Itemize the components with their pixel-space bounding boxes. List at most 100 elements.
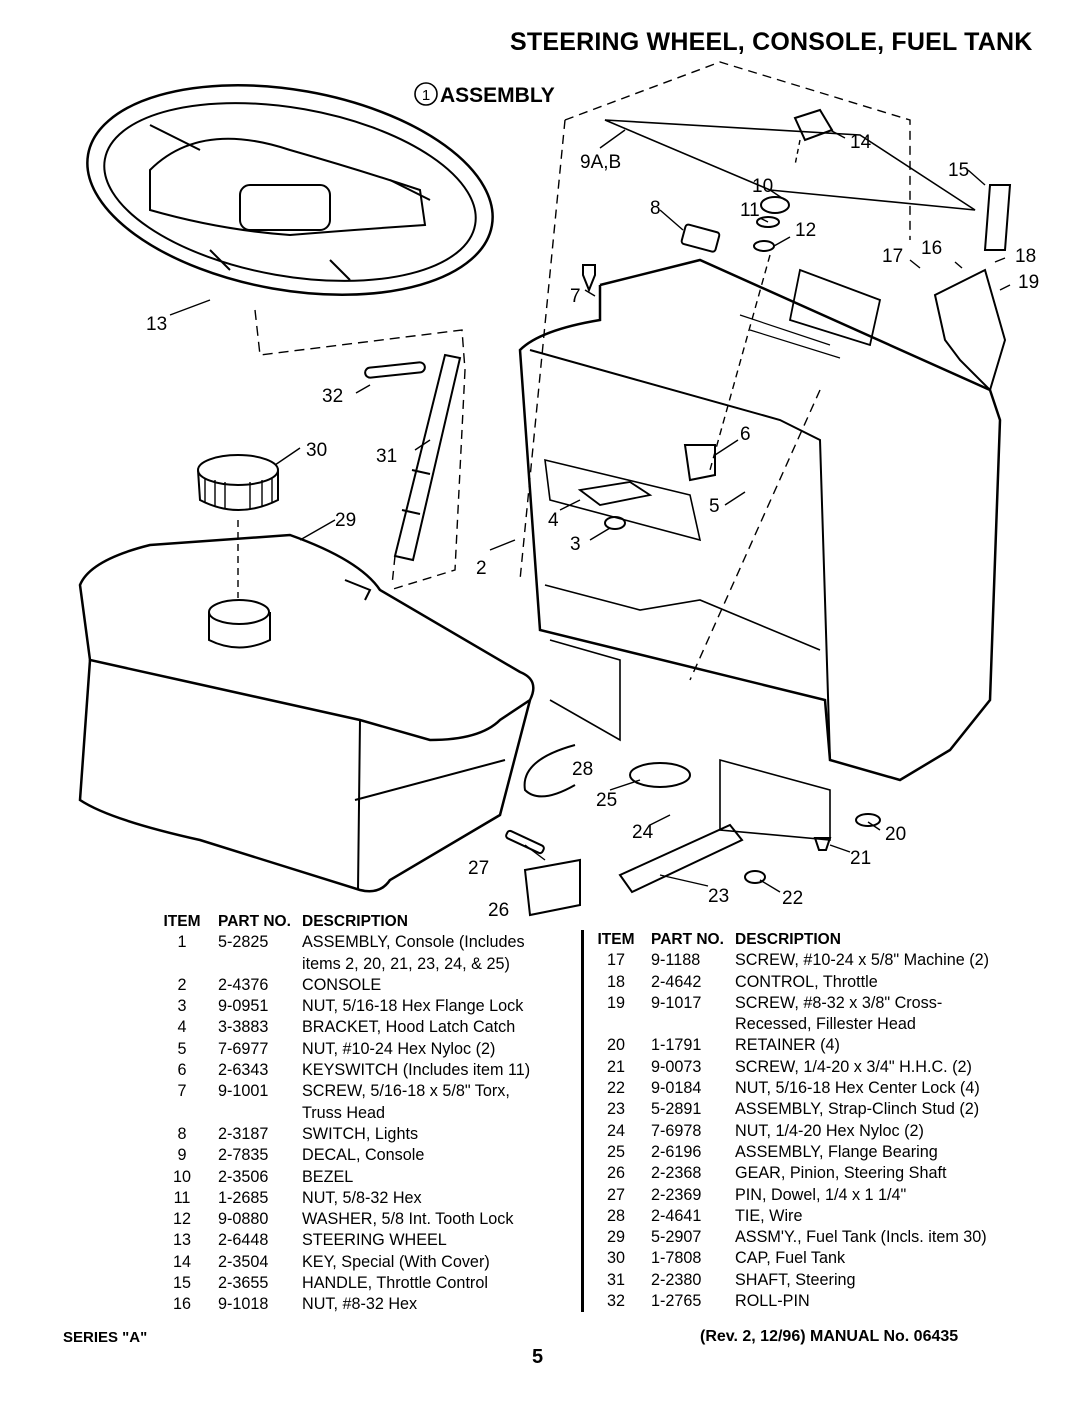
description: STEERING WHEEL bbox=[302, 1231, 447, 1250]
description: NUT, #8-32 Hex bbox=[302, 1295, 418, 1314]
strap-clinch-part bbox=[618, 823, 744, 894]
callout-19: 19 bbox=[1018, 272, 1039, 293]
lock-washer-part bbox=[753, 240, 775, 252]
callout-10: 10 bbox=[752, 176, 773, 197]
item-number: 20 bbox=[606, 1036, 625, 1055]
item-number: 17 bbox=[606, 951, 625, 970]
callout-25: 25 bbox=[596, 790, 617, 811]
header-description: DESCRIPTION bbox=[735, 931, 841, 948]
item-number: 9 bbox=[177, 1146, 187, 1165]
description: ROLL-PIN bbox=[735, 1292, 810, 1311]
item-number: 14 bbox=[172, 1252, 191, 1271]
table-row: 21 9-0073 SCREW, 1/4-20 x 3/4" H.H.C. (2) bbox=[594, 1057, 989, 1078]
hhc-screw-part bbox=[813, 837, 832, 851]
table-row: 24 7-6978 NUT, 1/4-20 Hex Nyloc (2) bbox=[594, 1121, 989, 1142]
description: SCREW, #8-32 x 3/8" Cross- bbox=[735, 993, 943, 1012]
description: RETAINER (4) bbox=[735, 1036, 840, 1055]
part-number bbox=[204, 1103, 302, 1124]
callout-24: 24 bbox=[632, 822, 654, 843]
item-number: 24 bbox=[606, 1121, 625, 1140]
part-number: 2-2380 bbox=[651, 1270, 702, 1289]
part-number: 2-4642 bbox=[651, 972, 702, 991]
hood-latch-bracket-part bbox=[577, 481, 653, 506]
center-lock-nut-part bbox=[744, 870, 766, 884]
item-number: 13 bbox=[172, 1231, 191, 1250]
shaft-dashed-guide bbox=[389, 369, 466, 591]
item-number: 31 bbox=[606, 1270, 625, 1289]
part-number: 2-3187 bbox=[218, 1124, 269, 1143]
part-number: 5-2907 bbox=[651, 1228, 702, 1247]
manual-number: (Rev. 2, 12/96) MANUAL No. 06435 bbox=[700, 1328, 959, 1345]
part-number: 9-1018 bbox=[218, 1295, 269, 1314]
callout-20: 20 bbox=[885, 824, 906, 845]
part-number: 5-2891 bbox=[651, 1100, 702, 1119]
item-number: 27 bbox=[606, 1185, 625, 1204]
item-number: 10 bbox=[172, 1167, 191, 1186]
keyswitch-part bbox=[683, 444, 716, 482]
part-number: 2-4641 bbox=[651, 1206, 702, 1225]
steering-wheel-part bbox=[86, 84, 494, 296]
description: ASSEMBLY, Console (Includes bbox=[302, 933, 525, 952]
callout-15: 15 bbox=[948, 160, 969, 181]
item-number: 8 bbox=[177, 1124, 187, 1143]
assembly-label: ASSEMBLY bbox=[440, 84, 555, 107]
callout-21: 21 bbox=[850, 848, 871, 869]
item-number: 21 bbox=[606, 1057, 625, 1076]
bezel-part bbox=[760, 196, 790, 214]
callout-9ab: 9A,B bbox=[580, 152, 621, 173]
part-number: 9-1017 bbox=[651, 993, 702, 1012]
description: ASSM'Y., Fuel Tank (Incls. item 30) bbox=[735, 1228, 987, 1247]
item-number: 12 bbox=[172, 1210, 191, 1229]
item-number: 2 bbox=[177, 975, 187, 994]
description: WASHER, 5/8 Int. Tooth Lock bbox=[302, 1210, 514, 1229]
callout-6: 6 bbox=[740, 424, 751, 445]
description: ASSEMBLY, Strap-Clinch Stud (2) bbox=[735, 1100, 980, 1119]
part-number: 2-3506 bbox=[218, 1167, 269, 1186]
callout-31: 31 bbox=[376, 446, 397, 467]
header-part-no: PART NO. bbox=[218, 913, 291, 930]
description: SCREW, 5/16-18 x 5/8" Torx, bbox=[302, 1082, 510, 1101]
retainer-part bbox=[855, 813, 881, 827]
truss-screw-part bbox=[582, 264, 596, 293]
item-number: 26 bbox=[606, 1164, 625, 1183]
part-number: 2-2369 bbox=[651, 1185, 702, 1204]
flange-lock-nut-part bbox=[604, 516, 626, 530]
table-row: Truss Head bbox=[160, 1103, 530, 1124]
part-number bbox=[638, 1014, 735, 1035]
part-number: 2-6343 bbox=[218, 1061, 269, 1080]
exploded-parts-diagram: 1 ASSEMBLY bbox=[78, 61, 1039, 920]
item-number: 7 bbox=[177, 1082, 187, 1101]
part-number: 2-6448 bbox=[218, 1231, 269, 1250]
item-number: 16 bbox=[172, 1295, 191, 1314]
assembly-marker: 1 ASSEMBLY bbox=[414, 82, 555, 107]
fuel-cap-part bbox=[197, 454, 279, 511]
callout-12: 12 bbox=[795, 220, 816, 241]
callout-27: 27 bbox=[468, 858, 489, 879]
part-number: 2-7835 bbox=[218, 1146, 269, 1165]
callout-7: 7 bbox=[570, 286, 581, 307]
part-number: 9-0073 bbox=[651, 1057, 702, 1076]
description: NUT, 5/16-18 Hex Flange Lock bbox=[302, 997, 524, 1016]
callout-16: 16 bbox=[921, 238, 942, 259]
wire-tie-part bbox=[523, 744, 576, 798]
pinion-gear-part bbox=[523, 858, 581, 917]
description: NUT, #10-24 Hex Nyloc (2) bbox=[302, 1039, 496, 1058]
callout-17: 17 bbox=[882, 246, 903, 267]
description: SCREW, 1/4-20 x 3/4" H.H.C. (2) bbox=[735, 1057, 972, 1076]
part-number: 7-6978 bbox=[651, 1121, 702, 1140]
table-header-row: ITEM PART NO. DESCRIPTION bbox=[594, 929, 989, 950]
callout-18: 18 bbox=[1015, 246, 1036, 267]
item-number bbox=[160, 954, 204, 975]
part-number: 9-0880 bbox=[218, 1210, 269, 1229]
callout-13: 13 bbox=[146, 314, 167, 335]
description: NUT, 1/4-20 Hex Nyloc (2) bbox=[735, 1121, 924, 1140]
